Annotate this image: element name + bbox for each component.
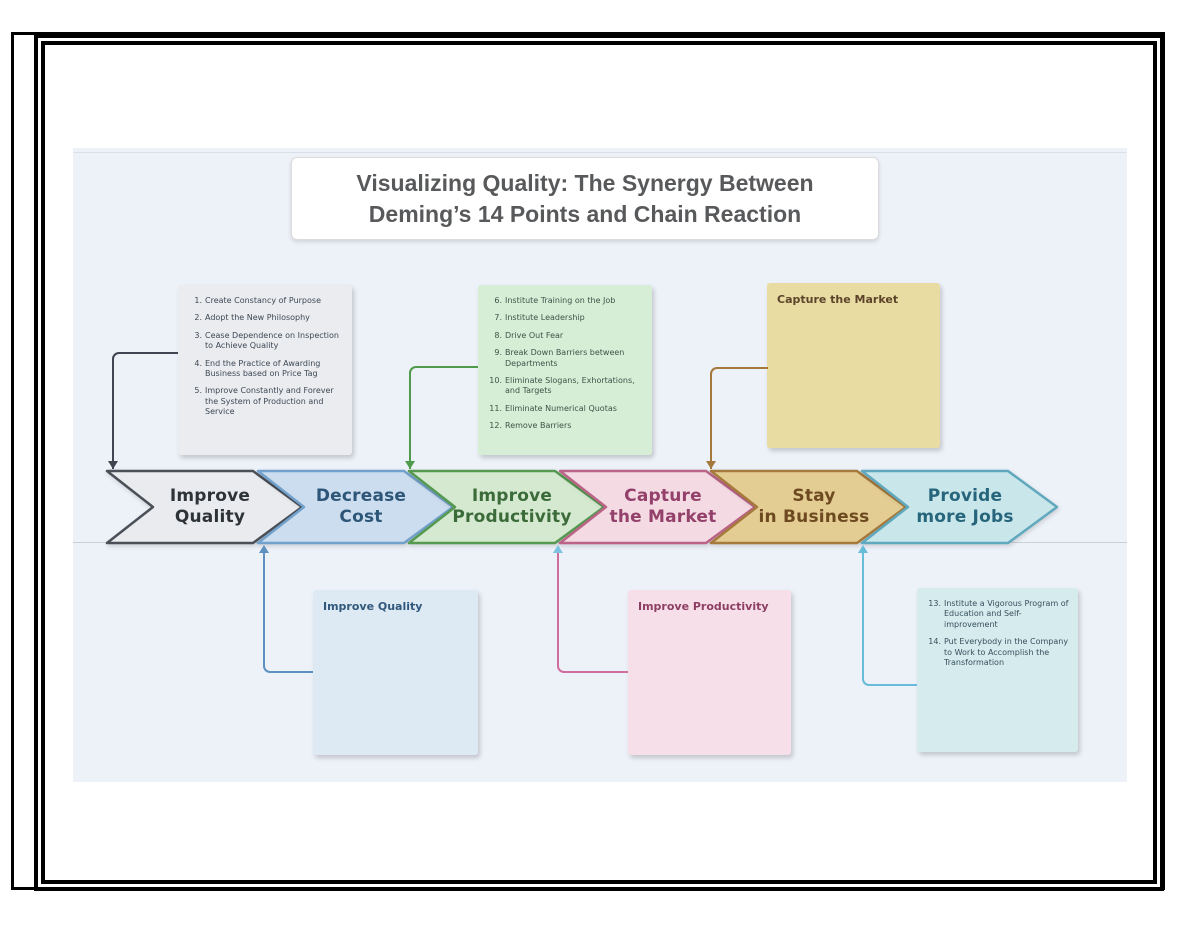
chevron-shape-provide-more-jobs: [860, 469, 1059, 545]
item-number: 8.: [494, 330, 502, 340]
item-text: Adopt the New Philosophy: [205, 313, 310, 323]
chevron-improve-quality: [105, 469, 305, 545]
item-text: Drive Out Fear: [505, 330, 564, 340]
points-13-14-list: 13. Institute a Vigorous Program of Educ…: [917, 588, 1078, 668]
list-item: 3. Cease Dependence on Inspection to Ach…: [185, 331, 347, 352]
connector-points1-5-to-improve-quality: [112, 352, 178, 469]
arrowhead-down-stay-in-business: [706, 461, 716, 469]
arrowhead-up-decrease-cost: [259, 545, 269, 553]
item-text: Improve Constantly and Forever the Syste…: [205, 386, 334, 417]
list-item: 8. Drive Out Fear: [485, 331, 647, 341]
chevron-shape-decrease-cost: [256, 469, 455, 545]
chevron-decrease-cost: [256, 469, 456, 545]
points-6-12-list: 6. Institute Training on the Job 7. Inst…: [478, 285, 652, 432]
note-card-deming-points-13-14: 13. Institute a Vigorous Program of Educ…: [917, 588, 1078, 752]
connector-improve-productivity-to-capture-market: [557, 549, 628, 673]
connector-capture-market-to-stay-in-business: [710, 367, 768, 469]
chevron-improve-productivity: [407, 469, 607, 545]
chevron-shape-capture-market: [558, 469, 757, 545]
note-card-capture-the-market: Capture the Market: [767, 283, 940, 448]
connector-improve-quality-to-decrease-cost: [263, 549, 313, 673]
item-number: 14.: [928, 637, 941, 647]
inner-frame-border: [34, 34, 1164, 891]
list-item: 14. Put Everybody in the Company to Work…: [924, 637, 1073, 668]
item-number: 13.: [928, 599, 941, 608]
arrowhead-up-capture-market: [553, 545, 563, 553]
arrowhead-down-improve-productivity: [405, 461, 415, 469]
item-number: 11.: [489, 403, 502, 413]
connector-points13-14-to-provide-more-jobs: [862, 549, 917, 686]
item-number: 7.: [494, 313, 502, 323]
note-card-improve-productivity: Improve Productivity: [628, 590, 791, 755]
note-title-improve-quality: Improve Quality: [323, 600, 423, 613]
chevron-shape-improve-productivity: [407, 469, 606, 545]
item-number: 5.: [194, 386, 202, 396]
item-text: Institute a Vigorous Program of Educatio…: [944, 599, 1069, 629]
item-text: End the Practice of Awarding Business ba…: [205, 358, 321, 378]
list-item: 7. Institute Leadership: [485, 313, 647, 323]
item-text: Institute Leadership: [505, 313, 585, 323]
list-item: 10. Eliminate Slogans, Exhortations, and…: [485, 376, 647, 397]
list-item: 4. End the Practice of Awarding Business…: [185, 359, 347, 380]
list-item: 1. Create Constancy of Purpose: [185, 296, 347, 306]
item-number: 3.: [194, 330, 202, 340]
list-item: 11. Eliminate Numerical Quotas: [485, 404, 647, 414]
item-number: 12.: [489, 421, 502, 431]
item-text: Institute Training on the Job: [505, 296, 616, 305]
chevron-shape-improve-quality: [105, 469, 304, 545]
list-item: 12. Remove Barriers: [485, 421, 647, 431]
list-item: 13. Institute a Vigorous Program of Educ…: [924, 599, 1073, 630]
item-text: Eliminate Slogans, Exhortations, and Tar…: [505, 375, 635, 396]
diagram-title-line1: Visualizing Quality: The Synergy Between: [356, 170, 814, 197]
list-item: 5. Improve Constantly and Forever the Sy…: [185, 386, 347, 417]
chevron-provide-more-jobs: [860, 469, 1060, 545]
chevron-capture-market: [558, 469, 758, 545]
item-number: 4.: [194, 358, 202, 368]
chevron-shape-stay-in-business: [709, 469, 908, 545]
canvas-top-divider: [73, 152, 1127, 153]
diagram-title-card: Visualizing Quality: The Synergy Between…: [291, 157, 879, 240]
note-card-deming-points-6-12: 6. Institute Training on the Job 7. Inst…: [478, 285, 652, 455]
note-title-capture-the-market: Capture the Market: [777, 293, 899, 306]
note-card-deming-points-1-5: 1. Create Constancy of Purpose 2. Adopt …: [178, 285, 352, 455]
item-number: 10.: [489, 375, 502, 385]
connector-points6-12-to-improve-productivity: [409, 366, 478, 469]
list-item: 9. Break Down Barriers between Departmen…: [485, 348, 647, 369]
list-item: 6. Institute Training on the Job: [485, 296, 647, 306]
item-number: 6.: [494, 296, 502, 305]
note-card-improve-quality: Improve Quality: [313, 590, 478, 755]
item-number: 1.: [194, 296, 202, 305]
item-text: Cease Dependence on Inspection to Achiev…: [205, 330, 339, 351]
diagram-title-line2: Deming’s 14 Points and Chain Reaction: [368, 200, 802, 227]
arrowhead-down-improve-quality: [108, 461, 118, 469]
note-title-improve-productivity: Improve Productivity: [638, 600, 769, 613]
item-text: Break Down Barriers between Departments: [505, 348, 625, 368]
chevron-stay-in-business: [709, 469, 909, 545]
item-text: Put Everybody in the Company to Work to …: [944, 637, 1069, 667]
item-number: 2.: [194, 313, 202, 323]
points-1-5-list: 1. Create Constancy of Purpose 2. Adopt …: [178, 285, 352, 418]
item-text: Create Constancy of Purpose: [205, 296, 321, 305]
item-text: Remove Barriers: [505, 421, 572, 431]
item-number: 9.: [494, 348, 502, 358]
list-item: 2. Adopt the New Philosophy: [185, 313, 347, 323]
item-text: Eliminate Numerical Quotas: [505, 403, 617, 413]
arrowhead-up-provide-more-jobs: [858, 545, 868, 553]
